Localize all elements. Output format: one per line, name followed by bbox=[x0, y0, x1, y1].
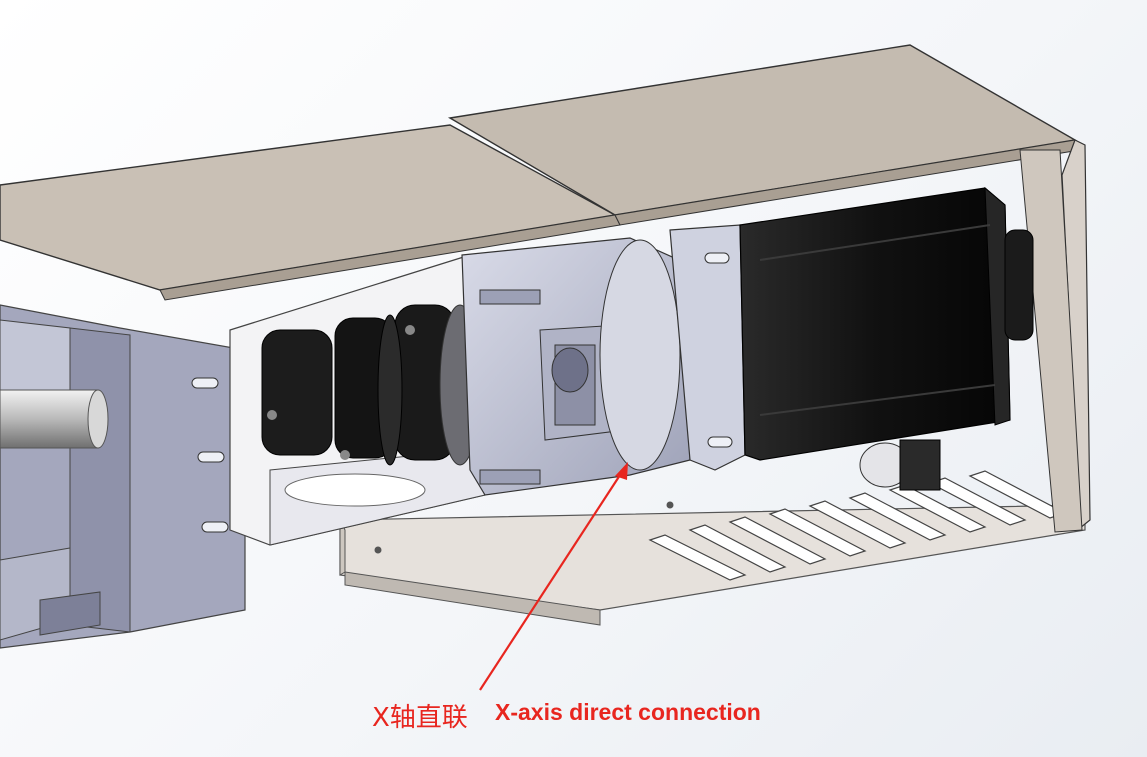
motor-adapter bbox=[461, 237, 691, 496]
rail-block bbox=[0, 304, 246, 649]
callout-label-chinese: X轴直联 bbox=[372, 703, 468, 733]
servo-motor bbox=[739, 186, 1034, 491]
callout-arrow bbox=[479, 462, 628, 691]
screws bbox=[374, 501, 674, 554]
top-cover bbox=[0, 44, 1091, 533]
coupling bbox=[261, 304, 481, 466]
motor-flange bbox=[669, 224, 746, 471]
vent-slots bbox=[648, 470, 1067, 581]
callout-label-english: X-axis direct connection bbox=[495, 699, 761, 725]
base-tray bbox=[339, 504, 1086, 626]
